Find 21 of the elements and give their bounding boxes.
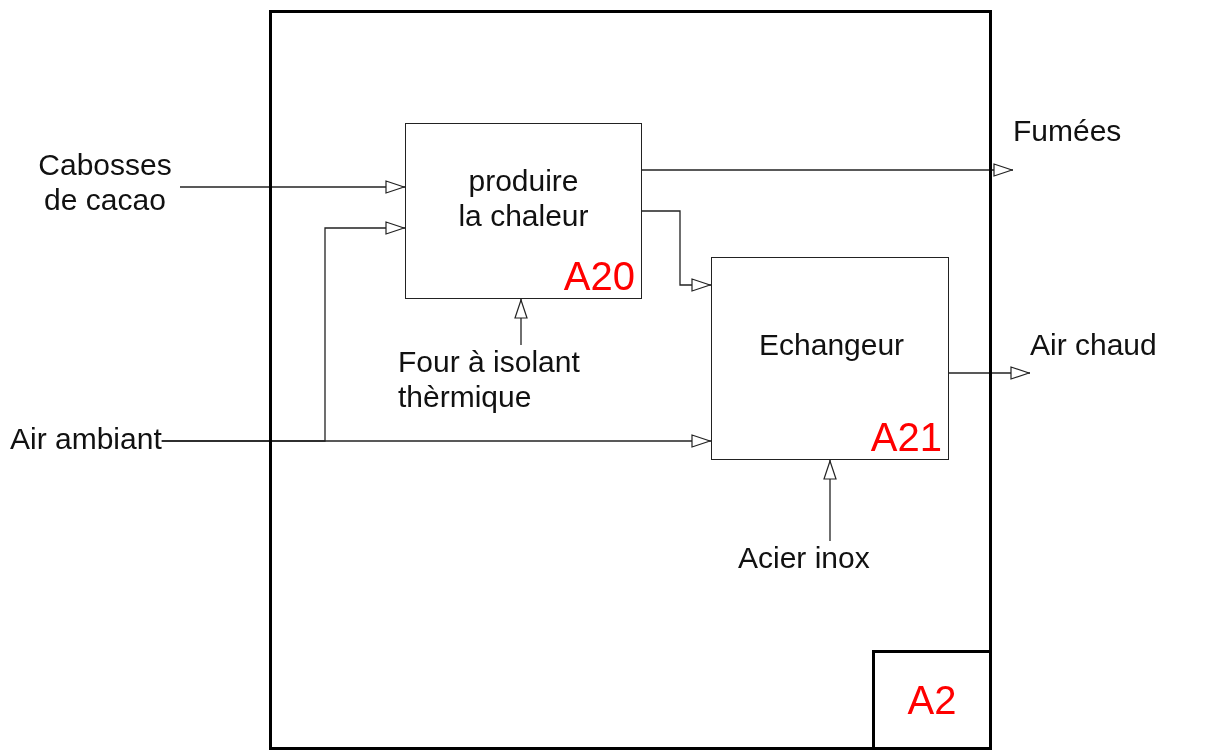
arrow bbox=[948, 366, 1031, 380]
arrow bbox=[514, 298, 528, 346]
flow-label: Air ambiant bbox=[10, 422, 162, 457]
arrow bbox=[179, 180, 406, 194]
arrow bbox=[641, 210, 712, 292]
flow-label: Cabosses de cacao bbox=[37, 148, 173, 217]
activity-box bbox=[405, 123, 642, 299]
node-code-box bbox=[872, 650, 992, 750]
arrow bbox=[161, 434, 712, 448]
activity-code: A20 bbox=[563, 256, 635, 296]
flow-label: Four à isolant thèrmique bbox=[398, 345, 581, 414]
activity-box bbox=[711, 257, 949, 460]
flow-label: Air chaud bbox=[1030, 328, 1157, 363]
arrow bbox=[641, 163, 1014, 177]
flow-label: Acier inox bbox=[738, 541, 870, 576]
flow-label: Fumées bbox=[1013, 114, 1122, 149]
node-code: A2 bbox=[907, 677, 957, 723]
activity-code: A21 bbox=[870, 417, 942, 457]
diagram-frame bbox=[269, 10, 992, 750]
activity-name: produire la chaleur bbox=[457, 164, 590, 233]
arrow bbox=[823, 459, 837, 542]
